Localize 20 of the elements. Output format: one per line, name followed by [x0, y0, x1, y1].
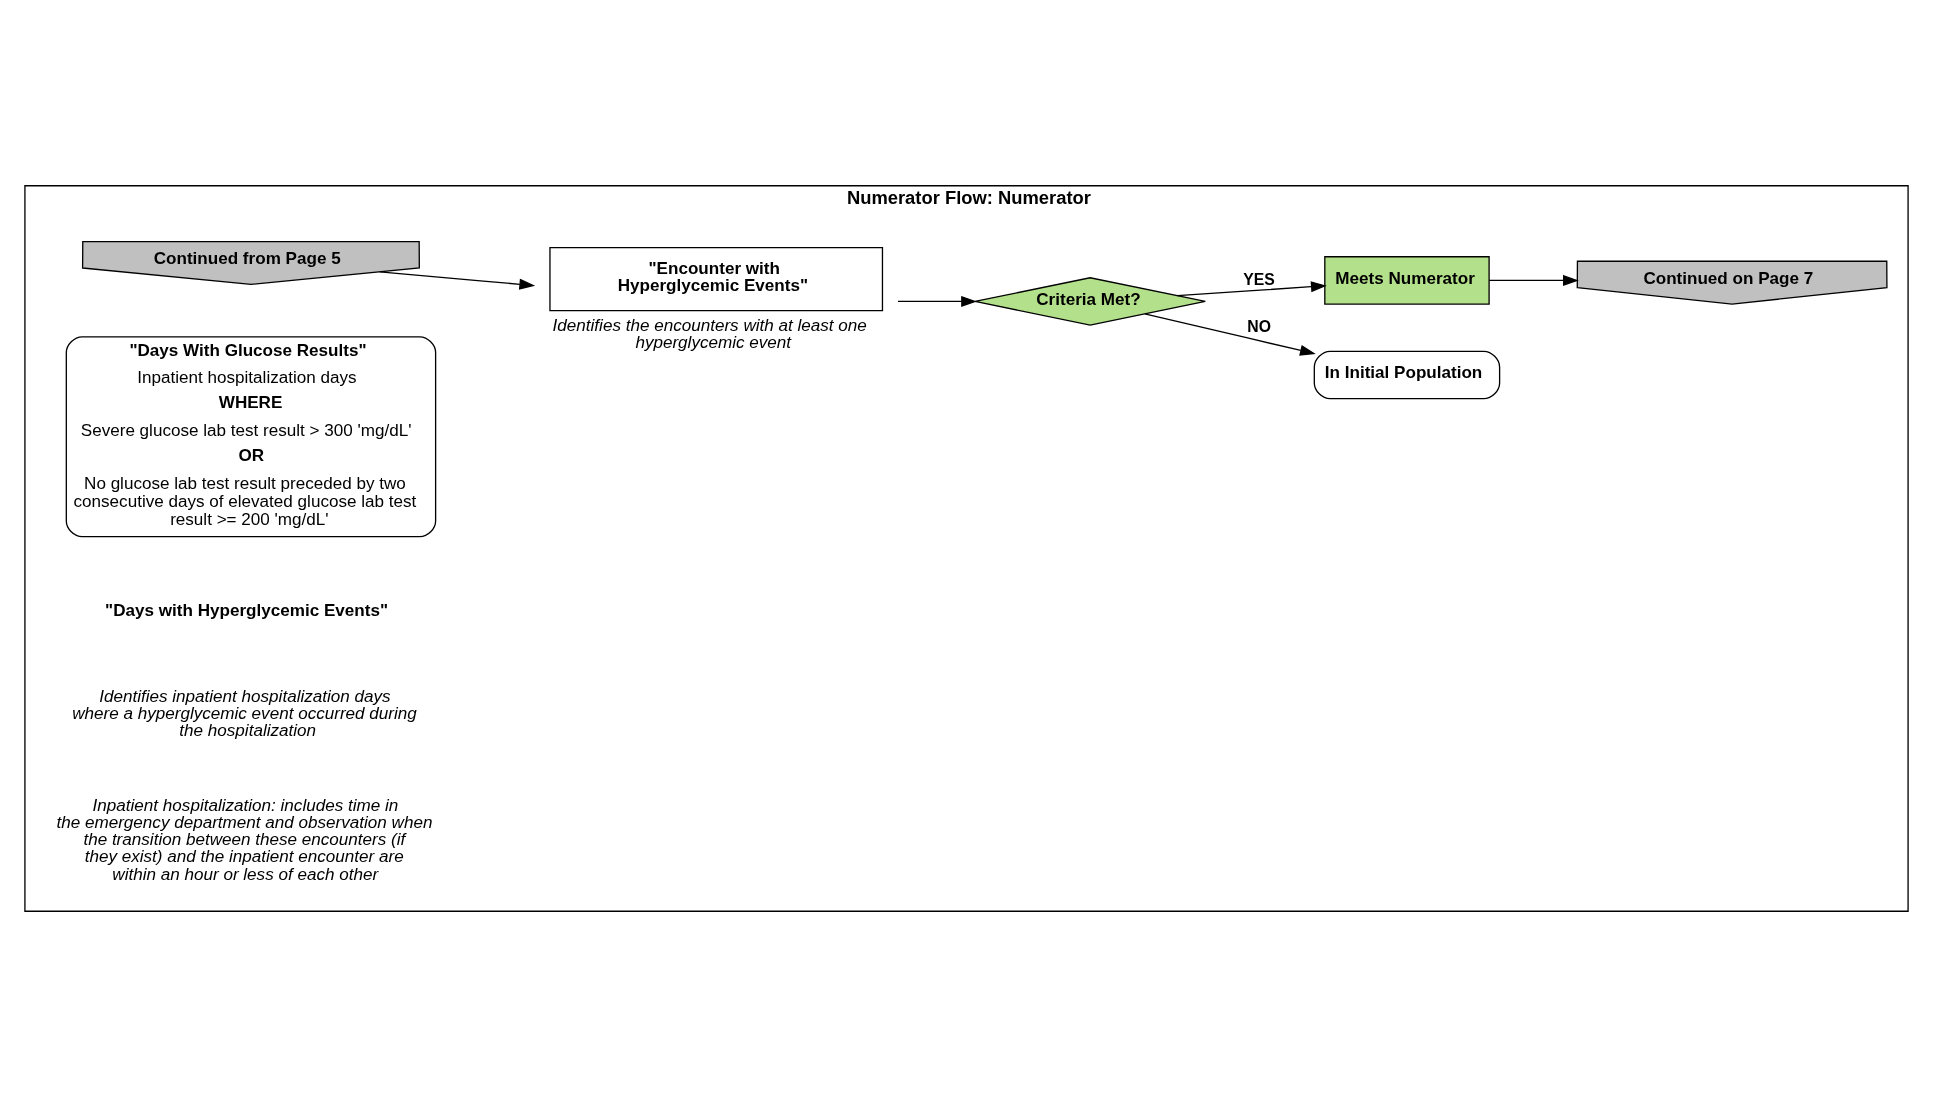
- label: OR: [238, 445, 265, 465]
- label: Inpatient hospitalization days: [137, 368, 357, 388]
- edge-label: YES: [1243, 271, 1275, 289]
- node-label: Identifies the encounters with at least one hyperglycemic event: [552, 315, 867, 352]
- arrow: [1488, 274, 1579, 286]
- label: No glucose lab test result preceded by two consecutive days of elevated glucose lab test result >= 200 'mg/dL': [73, 473, 417, 530]
- node-box: In Initial Population: [1313, 350, 1501, 400]
- arrow: [1144, 313, 1316, 356]
- label: Severe glucose lab test result > 300 'mg/dL': [80, 421, 412, 440]
- edge-label: NO: [1247, 318, 1271, 336]
- node-diamond: Criteria Met?: [974, 277, 1206, 326]
- arrow: [897, 295, 977, 307]
- node-box: Meets Numerator: [1324, 256, 1490, 305]
- arrow: [379, 271, 536, 290]
- label: Identifies inpatient hospitalization days where a hyperglycemic event occurred during the hospitalization: [72, 687, 417, 741]
- label: "Days with Hyperglycemic Events": [105, 601, 389, 621]
- label: Inpatient hospitalization: includes time in the emergency department and observation when the transition between these encounters (if they exist) and the inpatient encounter are within an hour or less of each other: [56, 796, 433, 884]
- arrow: [1176, 281, 1327, 297]
- label: "Days With Glucose Results": [129, 340, 367, 360]
- label: WHERE: [218, 393, 283, 413]
